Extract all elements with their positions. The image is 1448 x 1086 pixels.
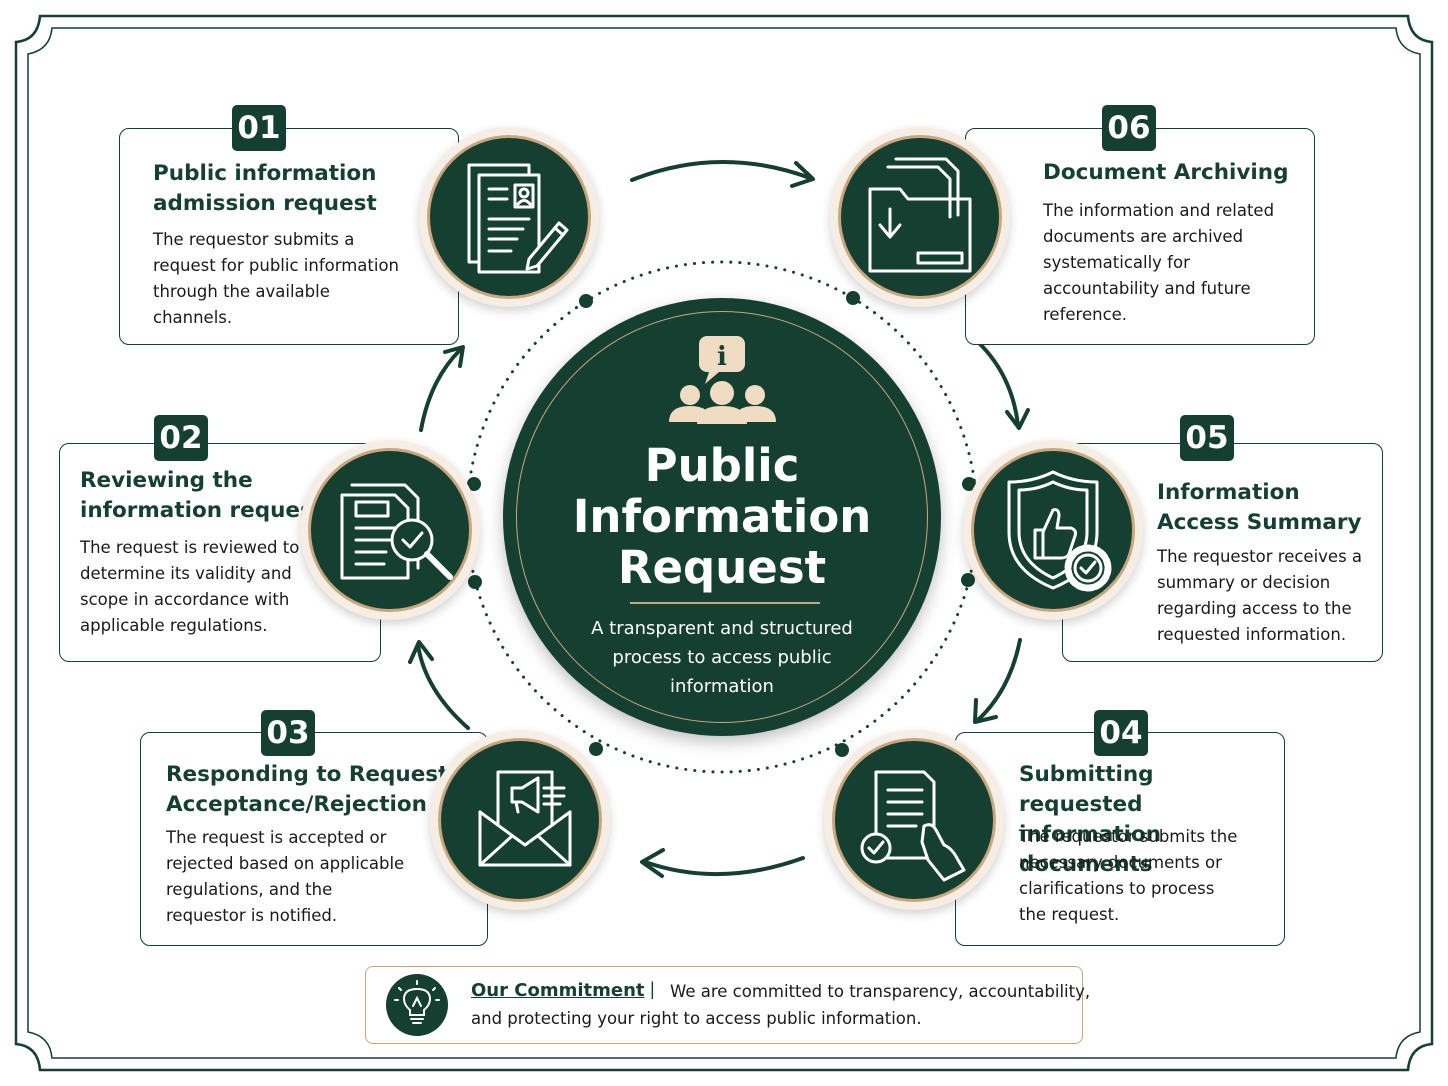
central-hub: i Public Information Request A transpare… [503, 298, 941, 736]
step-number-badge: 02 [154, 415, 208, 461]
svg-text:i: i [717, 342, 727, 372]
step-icon-circle-05 [963, 440, 1143, 620]
folder-archive-icon [868, 157, 972, 273]
document-form-pen-icon [467, 163, 569, 274]
step-title: Submitting requested information documen… [1019, 762, 1162, 877]
step-number-badge: 04 [1094, 710, 1148, 756]
step-title: Responding to Requests: Acceptance/Rejec… [166, 762, 470, 817]
step-card-04: 04 Submitting requested information docu… [955, 710, 1285, 946]
shield-thumbs-up-gear-icon [1007, 470, 1112, 592]
step-card-02: 02 Reviewing the information request The… [59, 415, 381, 662]
commitment-banner: Our Commitment | We are committed to tra… [365, 966, 1090, 1044]
envelope-megaphone-icon [478, 770, 572, 867]
step-title: Document Archiving [1043, 160, 1289, 185]
step-icon-circle-01 [419, 127, 599, 307]
step-card-01: 01 Public information admission request … [119, 105, 459, 345]
step-description: The requestor submits a request for publ… [153, 230, 400, 327]
step-description: The requestor receives a summary or deci… [1157, 547, 1363, 644]
step-icon-circle-02 [300, 440, 480, 620]
people-info-icon: i [669, 336, 776, 424]
document-magnifier-check-icon [340, 483, 453, 580]
step-card-06: 06 Document Archiving The information an… [965, 105, 1315, 345]
lightbulb-icon [386, 974, 448, 1036]
step-icon-circle-03 [430, 730, 610, 910]
step-title: Reviewing the information request [80, 468, 324, 523]
document-hand-check-icon [860, 770, 966, 882]
step-title: Information Access Summary [1157, 480, 1362, 535]
hub-subtitle: A transparent and structured process to … [591, 618, 853, 697]
step-description: The request is accepted or rejected base… [166, 828, 405, 925]
step-number-badge: 06 [1102, 105, 1156, 151]
commitment-text-line2: and protecting your right to access publ… [471, 1009, 922, 1028]
commitment-separator: | [650, 979, 655, 999]
hub-title: Public Information Request [572, 439, 872, 594]
step-title: Public information admission request [153, 161, 377, 216]
step-icon-circle-06 [830, 127, 1010, 307]
hub-divider [630, 602, 820, 604]
step-number-badge: 01 [232, 105, 286, 151]
step-description: The information and related documents ar… [1043, 201, 1275, 324]
step-number-badge: 03 [261, 710, 315, 756]
step-description: The request is reviewed to determine its… [80, 538, 300, 635]
commitment-text-line1: We are committed to transparency, accoun… [670, 982, 1091, 1001]
step-icon-circle-04 [824, 730, 1004, 910]
step-number-badge: 05 [1180, 415, 1234, 461]
step-card-05: 05 Information Access Summary The reques… [1062, 415, 1383, 662]
commitment-title: Our Commitment [471, 980, 645, 1001]
step-description: The requestor submits the necessary docu… [1019, 827, 1238, 924]
